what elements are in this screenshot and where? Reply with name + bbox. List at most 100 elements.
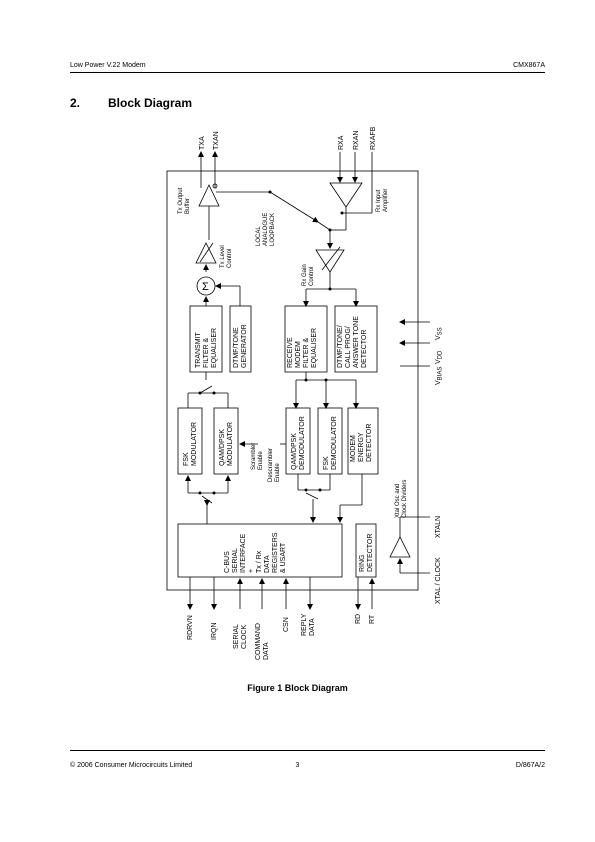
xtal-osc-label: Clock Dividers (402, 480, 408, 518)
dtmf-detector-label: CALL PROG/ (345, 326, 352, 368)
cbus-label: INTERFACE (240, 533, 247, 573)
qam-demodulator-label: DEMODULATOR (299, 416, 306, 470)
receive-filter-label: EQUALISER (311, 328, 318, 368)
energy-detector-label: MODEM (350, 435, 357, 462)
junction-dot (328, 228, 332, 232)
pin-label-vbias-v: V (435, 380, 442, 385)
cbus-label: & USART (280, 542, 287, 573)
fsk-modulator-label: FSK (183, 452, 190, 466)
svg-text:Rx InputAmplifier: Rx InputAmplifier (376, 189, 389, 212)
junction-dot (318, 488, 322, 492)
sum-symbol: Σ (202, 281, 209, 293)
tx-output-inverter (212, 183, 218, 189)
pin-label-rxafb: RXAFB (370, 126, 377, 150)
junction-dot (304, 488, 308, 492)
rx-input-amp-shape (329, 182, 363, 208)
pin-label-serial-clock: CLOCK (241, 625, 248, 649)
descrambler-enable-label: Descrambler (268, 448, 274, 482)
svg-text:QAM/DPSKMODULATOR: QAM/DPSKMODULATOR (219, 422, 234, 466)
demod-select-switch (305, 492, 319, 500)
section-title: Block Diagram (108, 96, 193, 110)
cbus-label: SERIAL (232, 548, 239, 573)
svg-text:REPLYDATA: REPLYDATA (301, 613, 316, 636)
rx-gain-control-slash (321, 246, 341, 271)
junction-dot (268, 190, 272, 194)
transmit-filter-label: TRANSMIT (195, 332, 202, 369)
svg-text:RINGDETECTOR: RINGDETECTOR (359, 534, 374, 572)
qam-modulator-label: QAM/DPSK (219, 429, 226, 466)
svg-text:Tx OutputBuffer: Tx OutputBuffer (178, 187, 191, 214)
local-loopback-label: LOCAL (256, 226, 262, 246)
junction-dot (328, 287, 332, 291)
cbus-box (177, 523, 343, 578)
local-loopback-label: LOOPBACK (270, 213, 276, 246)
tx-output-buffer-label: Tx Output (178, 187, 184, 214)
xtal-osc-label: Xtal Osc and (395, 484, 401, 518)
pin-label-serial-clock: SERIAL (233, 624, 240, 649)
svg-text:C-BUSSERIALINTERFACE+Tx / RxDA: C-BUSSERIALINTERFACE+Tx / RxDATAREGISTER… (224, 532, 287, 573)
receive-filter-label: FILTER & (303, 337, 310, 368)
tx-output-buffer-label: Buffer (185, 198, 191, 214)
header-divider (70, 72, 545, 73)
pin-label-command-data: DATA (263, 642, 270, 660)
pin-label-vdd: VDD (435, 350, 444, 364)
cbus-label: + (248, 569, 255, 573)
junction-dot (212, 391, 216, 395)
ring-detector-label: DETECTOR (367, 534, 374, 572)
dtmf-detector-label: ANSWER TONE (353, 316, 360, 368)
cbus-label: Tx / Rx (256, 550, 263, 573)
local-loopback-label: ANALOGUE (263, 213, 269, 246)
header-right: CMX867A (513, 62, 545, 69)
ring-detector-label: RING (359, 555, 366, 573)
svg-text:SERIALCLOCK: SERIALCLOCK (233, 624, 248, 649)
cbus-label: C-BUS (224, 551, 231, 573)
pin-label-reply-data: REPLY (301, 613, 308, 636)
cbus-label: DATA (264, 555, 271, 573)
pin-label-rxan: RXAN (353, 131, 360, 150)
scrambler-enable-label: Scrambler (251, 443, 257, 470)
pin-label-xtal-clock: XTAL / CLOCK (435, 557, 442, 604)
scrambler-enable-label: Enable (258, 451, 264, 470)
pin-label-rt: RT (369, 614, 376, 624)
figure-caption: Figure 1 Block Diagram (247, 683, 348, 693)
junction-dot (198, 391, 202, 395)
svg-text:DescramblerEnable: DescramblerEnable (268, 448, 281, 482)
descrambler-enable-label: Enable (275, 463, 281, 482)
pin-label-vdd-v: V (435, 359, 442, 364)
svg-text:TRANSMITFILTER &EQUALISER: TRANSMITFILTER &EQUALISER (195, 328, 218, 368)
rx-gain-control-shape (315, 249, 345, 273)
pin-label-vbias: VBIAS (435, 367, 444, 385)
ring-detector-box (355, 523, 377, 578)
pin-label-irqn: IRQN (211, 623, 218, 641)
pin-label-vss-v: V (435, 335, 442, 340)
svg-text:DTMF/TONE/CALL PROG/ANSWER TON: DTMF/TONE/CALL PROG/ANSWER TONEDETECTOR (337, 316, 368, 368)
junction-dot (198, 491, 202, 495)
qam-modulator-box (213, 407, 239, 475)
tx-level-control-label: Control (227, 249, 233, 268)
rx-input-amp-label: Rx Input (376, 189, 382, 212)
fsk-demodulator-label: FSK (323, 456, 330, 470)
qam-modulator-label: MODULATOR (227, 422, 234, 466)
header-left: Low Power V.22 Modem (70, 62, 146, 69)
loopback-line-b (269, 191, 319, 223)
qam-demodulator-box (285, 407, 311, 475)
pin-label-rxa: RXA (338, 135, 345, 150)
pin-label-xtaln: XTALN (435, 516, 442, 538)
svg-text:QAM/DPSKDEMODULATOR: QAM/DPSKDEMODULATOR (291, 416, 306, 470)
energy-detector-label: ENERGY (358, 432, 365, 462)
qam-demodulator-label: QAM/DPSK (291, 433, 298, 470)
tx-level-control-label: Tx Level (220, 245, 226, 268)
rx-gain-control-label: Control (309, 267, 315, 286)
rx-gain-control-label: Rx Gain (302, 264, 308, 286)
pin-label-vbias-sub: BIAS (438, 367, 444, 381)
svg-text:Xtal Osc andClock Dividers: Xtal Osc andClock Dividers (395, 480, 408, 518)
pin-label-csn: CSN (283, 617, 290, 632)
pin-label-txan: TXAN (213, 131, 220, 150)
pin-label-rdrvn: RDRVN (187, 615, 194, 640)
dtmf-detector-label: DETECTOR (361, 330, 368, 368)
footer-page-number: 3 (295, 762, 300, 769)
xtal-osc-shape (389, 536, 411, 558)
pin-label-rd: RD (355, 614, 362, 624)
energy-detector-box (347, 407, 379, 475)
